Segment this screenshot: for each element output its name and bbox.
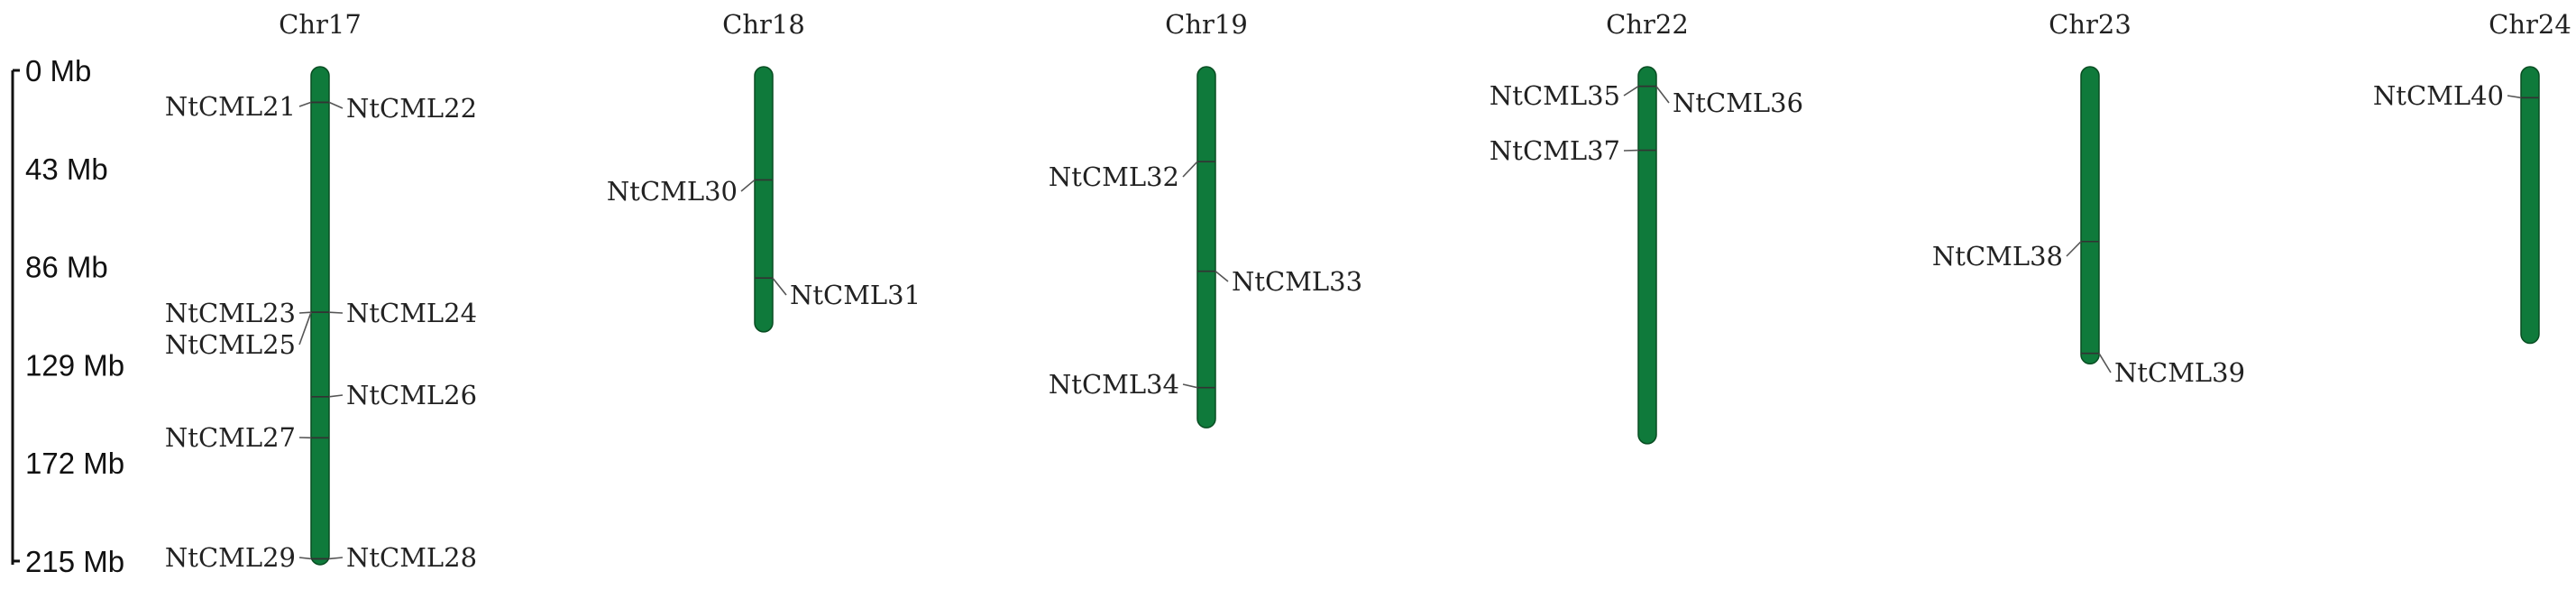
chromosome-title: Chr22 [1606,9,1689,40]
gene-leader-line [328,394,344,398]
gene-marker-ntcml32: NtCML32 [1049,161,1215,192]
gene-label: NtCML38 [1932,241,2063,272]
chromosome-bar [310,66,330,566]
gene-label: NtCML21 [165,91,296,122]
gene-marker-ntcml23: NtCML23 [165,298,329,328]
chromosome-title: Chr18 [722,9,805,40]
gene-marker-ntcml26: NtCML26 [311,380,477,410]
scale-tick-label: 215 Mb [25,545,124,578]
gene-marker-ntcml30: NtCML30 [607,176,773,207]
gene-leader-line [772,277,787,296]
gene-label: NtCML32 [1049,161,1179,192]
gene-marker-ntcml27: NtCML27 [165,422,329,453]
gene-marker-ntcml37: NtCML37 [1490,135,1656,166]
chromosome-bar [1196,66,1216,429]
gene-leader-line [1182,161,1198,178]
gene-marker-ntcml34: NtCML34 [1049,369,1215,400]
gene-marker-ntcml35: NtCML35 [1490,80,1656,111]
scale-tick-label: 129 Mb [25,348,124,382]
gene-label: NtCML23 [165,298,296,328]
chromosome-title: Chr23 [2049,9,2131,40]
gene-marker-ntcml28: NtCML28 [311,542,477,573]
chromosome-title: Chr17 [279,9,362,40]
gene-marker-ntcml25: NtCML25 [165,311,329,360]
gene-marker-ntcml31: NtCML31 [755,277,921,310]
gene-label: NtCML28 [346,542,477,573]
gene-leader-line [298,311,312,346]
scale-tick-label: 86 Mb [25,251,108,284]
gene-marker-ntcml22: NtCML22 [311,93,477,124]
gene-label: NtCML30 [607,176,738,207]
gene-label: NtCML36 [1673,88,1803,118]
gene-label: NtCML33 [1232,266,1362,297]
gene-leader-line [740,179,756,192]
chromosome-bar [1637,66,1657,445]
gene-label: NtCML25 [165,329,296,360]
gene-leader-line [1182,383,1198,389]
gene-leader-line [328,101,344,109]
gene-leader-line [2066,241,2082,257]
gene-marker-ntcml38: NtCML38 [1932,240,2099,272]
gene-label: NtCML29 [165,542,296,573]
gene-leader-line [2098,353,2112,373]
gene-label: NtCML34 [1049,369,1179,400]
gene-marker-ntcml40: NtCML40 [2373,80,2539,111]
gene-marker-ntcml36: NtCML36 [1638,85,1803,118]
chromosome-bar [2080,66,2100,365]
gene-marker-ntcml29: NtCML29 [165,542,329,573]
gene-marker-ntcml33: NtCML33 [1197,266,1362,297]
scale-bar: 0 Mb 43 Mb 86 Mb 129 Mb 172 Mb 215 Mb [11,54,124,578]
chromosome-bar [2520,66,2540,345]
gene-label: NtCML39 [2114,357,2245,388]
scale-tick-label: 0 Mb [25,54,91,88]
scale-tick-label: 172 Mb [25,447,124,480]
gene-label: NtCML26 [346,380,477,410]
gene-leader-line [298,311,312,314]
chromosome-title: Chr19 [1165,9,1248,40]
gene-label: NtCML40 [2373,80,2504,111]
gene-marker-ntcml24: NtCML24 [311,298,477,328]
gene-label: NtCML31 [790,280,921,310]
gene-label: NtCML27 [165,422,296,453]
scale-tick-label: 43 Mb [25,152,108,186]
chromosome-bar [754,66,774,333]
gene-leader-line [1623,86,1639,97]
gene-label: NtCML37 [1490,135,1620,166]
chromosome-title: Chr24 [2489,9,2571,40]
gene-leader-line [2507,95,2522,99]
gene-leader-line [1215,271,1229,282]
gene-label: NtCML24 [346,298,477,328]
gene-label: NtCML22 [346,93,477,124]
gene-label: NtCML35 [1490,80,1620,111]
gene-marker-ntcml39: NtCML39 [2081,352,2245,388]
gene-leader-line [298,101,312,107]
gene-marker-ntcml21: NtCML21 [165,91,329,122]
gene-leader-line [1655,86,1670,104]
gene-leader-line [328,311,344,314]
